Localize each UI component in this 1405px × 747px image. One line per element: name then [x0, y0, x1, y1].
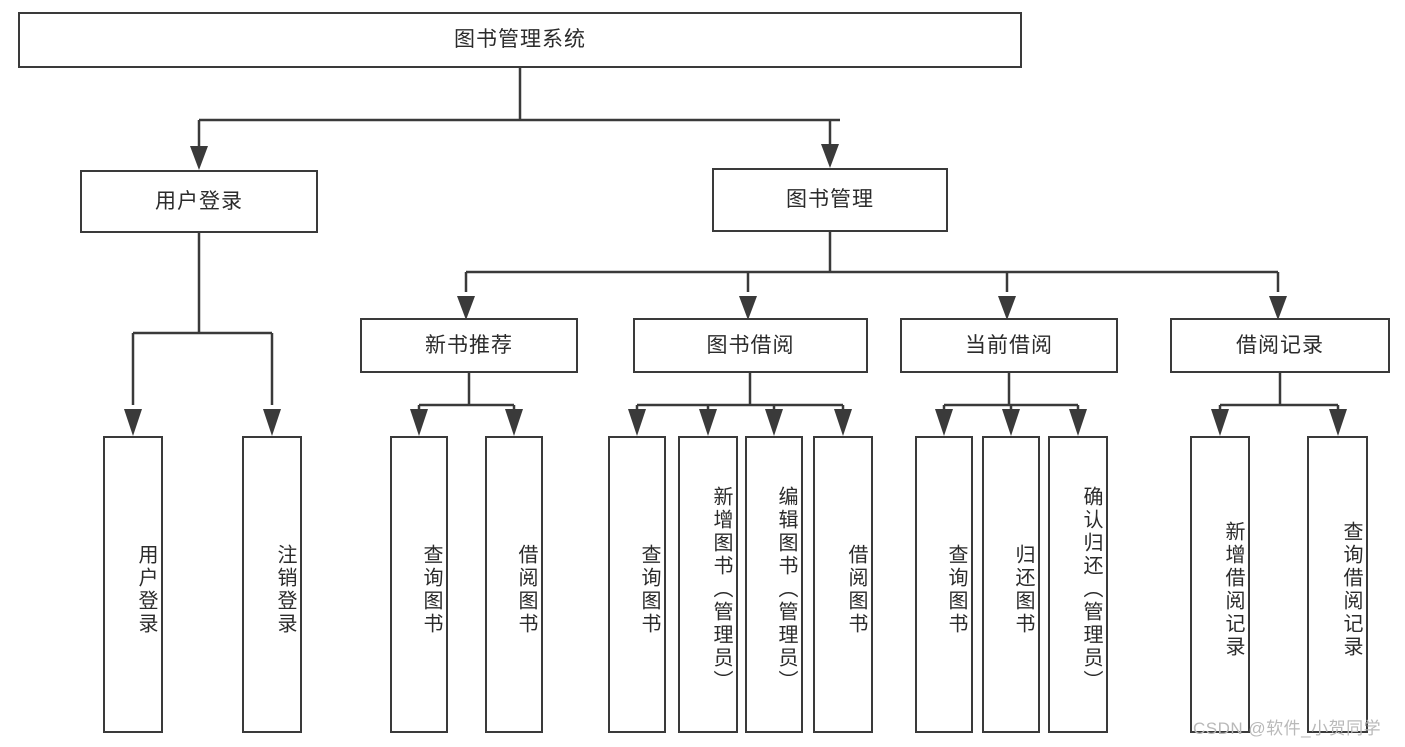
leaf-label: 确认归还（管理员）: [1080, 486, 1102, 693]
arrow-book-borrow: [739, 296, 757, 320]
node-borrow-records[interactable]: 借阅记录: [1170, 318, 1390, 373]
leaf-current-borrow-query[interactable]: 查询图书: [915, 436, 973, 733]
leaf-label: 查询图书: [945, 543, 967, 636]
arrow-leaf-borrow-records-1: [1211, 409, 1229, 436]
leaf-label: 查询借阅记录: [1340, 520, 1362, 659]
leaf-label: 用户登录: [135, 543, 157, 636]
arrow-borrow-records: [1269, 296, 1287, 320]
leaf-book-borrow-query[interactable]: 查询图书: [608, 436, 666, 733]
arrow-leaf-book-borrow-4: [834, 409, 852, 436]
leaf-borrow-records-query[interactable]: 查询借阅记录: [1307, 436, 1368, 733]
arrow-current-borrow: [998, 296, 1016, 320]
leaf-label: 新增图书（管理员）: [710, 486, 732, 693]
arrow-leaf-current-borrow-3: [1069, 409, 1087, 436]
leaf-label: 借阅图书: [515, 543, 537, 636]
leaf-new-book-borrow[interactable]: 借阅图书: [485, 436, 543, 733]
leaf-user-login-login[interactable]: 用户登录: [103, 436, 163, 733]
arrow-leaf-book-borrow-3: [765, 409, 783, 436]
arrow-leaf-user-login-2: [263, 409, 281, 436]
arrow-user-login: [190, 146, 208, 170]
leaf-book-borrow-borrow[interactable]: 借阅图书: [813, 436, 873, 733]
arrow-new-book: [457, 296, 475, 320]
node-user-login[interactable]: 用户登录: [80, 170, 318, 233]
node-book-management[interactable]: 图书管理: [712, 168, 948, 232]
leaf-label: 查询图书: [420, 543, 442, 636]
arrow-book-manage: [821, 144, 839, 168]
leaf-user-login-logout[interactable]: 注销登录: [242, 436, 302, 733]
leaf-label: 编辑图书（管理员）: [775, 486, 797, 693]
arrow-leaf-user-login-1: [124, 409, 142, 436]
arrow-leaf-new-book-2: [505, 409, 523, 436]
leaf-book-borrow-edit[interactable]: 编辑图书（管理员）: [745, 436, 803, 733]
leaf-label: 借阅图书: [845, 543, 867, 636]
watermark-text: CSDN @软件_小贺同学: [1193, 719, 1382, 738]
leaf-current-borrow-confirm[interactable]: 确认归还（管理员）: [1048, 436, 1108, 733]
leaf-label: 新增借阅记录: [1222, 520, 1244, 659]
arrow-leaf-new-book-1: [410, 409, 428, 436]
leaf-borrow-records-add[interactable]: 新增借阅记录: [1190, 436, 1250, 733]
leaf-label: 查询图书: [638, 543, 660, 636]
leaf-current-borrow-return[interactable]: 归还图书: [982, 436, 1040, 733]
leaf-new-book-query[interactable]: 查询图书: [390, 436, 448, 733]
arrow-leaf-current-borrow-2: [1002, 409, 1020, 436]
node-current-borrow[interactable]: 当前借阅: [900, 318, 1118, 373]
leaf-book-borrow-add[interactable]: 新增图书（管理员）: [678, 436, 738, 733]
leaf-label: 注销登录: [274, 543, 296, 636]
node-book-borrow[interactable]: 图书借阅: [633, 318, 868, 373]
arrow-leaf-borrow-records-2: [1329, 409, 1347, 436]
arrow-leaf-book-borrow-2: [699, 409, 717, 436]
node-new-book-recommend[interactable]: 新书推荐: [360, 318, 578, 373]
node-root-system[interactable]: 图书管理系统: [18, 12, 1022, 68]
leaf-label: 归还图书: [1012, 543, 1034, 636]
arrow-leaf-book-borrow-1: [628, 409, 646, 436]
arrow-leaf-current-borrow-1: [935, 409, 953, 436]
